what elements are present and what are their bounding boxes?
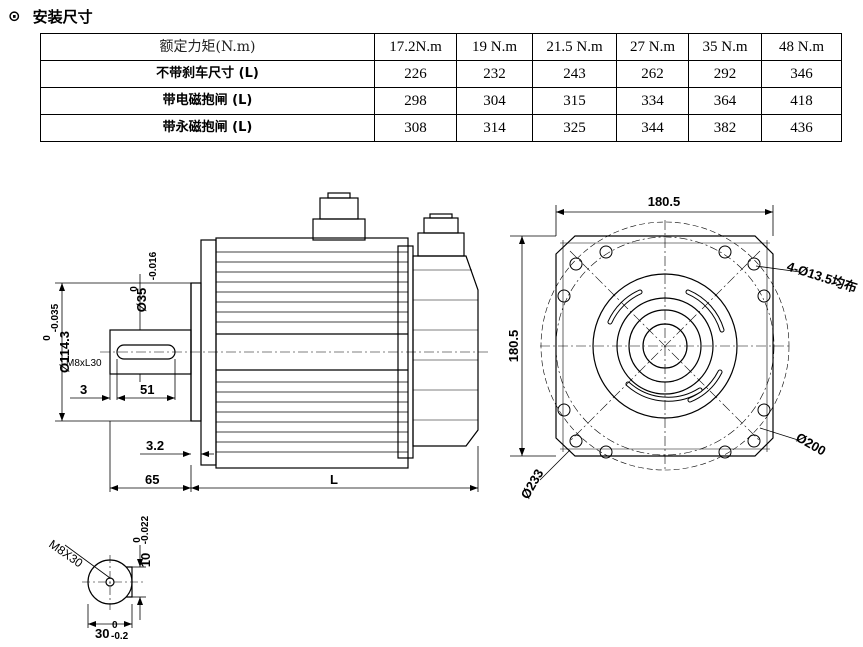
side-view-dimensions <box>55 274 479 492</box>
table-cell: 232 <box>456 60 533 88</box>
table-cell: 315 <box>532 87 617 115</box>
mounting-hole <box>747 434 761 448</box>
shaft-diameter-label: Ø35 <box>134 288 149 313</box>
table-cell: 382 <box>688 114 762 142</box>
height-label: 180.5 <box>506 330 521 363</box>
table-cell: 292 <box>688 60 762 88</box>
power-connector <box>312 218 366 241</box>
row-label-cell: 不带刹车尺寸 (L) <box>40 60 375 88</box>
mounting-hole <box>569 434 583 448</box>
table-cell: 364 <box>688 87 762 115</box>
table-row: 带电磁抱闸 (L) 298 304 315 334 364 418 <box>40 87 842 115</box>
flange-diameter-label: Ø114.3 <box>57 331 72 373</box>
flange-tol-upper: 0 <box>42 335 53 341</box>
row-label-cell: 带永磁抱闸 (L) <box>40 114 375 142</box>
side-view <box>100 192 490 469</box>
mounting-hole <box>747 257 761 271</box>
table-header-row: 额定力矩(N.m) 17.2N.m 19 N.m 21.5 N.m 27 N.m… <box>40 33 842 61</box>
dim-3-label: 3 <box>80 382 87 397</box>
bullet-icon: ⊙ <box>8 7 21 25</box>
front-view-labels: 180.5 180.5 4-Ø13.5均布 Ø200 Ø233 <box>506 194 859 502</box>
section-title: 安装尺寸 <box>32 7 93 26</box>
mounting-hole <box>599 445 613 459</box>
mounting-hole <box>599 245 613 259</box>
body-fins <box>216 251 408 453</box>
flange-square <box>555 235 774 457</box>
table-cell: 298 <box>374 87 457 115</box>
width-label: 180.5 <box>648 194 681 209</box>
encoder-housing <box>412 255 479 447</box>
encoder-connector <box>417 232 465 257</box>
table-row: 不带刹车尺寸 (L) 226 232 243 262 292 346 <box>40 60 842 88</box>
dim-L-label: L <box>330 472 338 487</box>
key-width-tol-lower: -0.022 <box>140 515 151 544</box>
section-thread-label: M8X30 <box>46 537 85 570</box>
key-depth-tol-upper: 0 <box>112 620 118 631</box>
outer-diameter-label: Ø233 <box>518 466 547 501</box>
mounting-hole <box>569 257 583 271</box>
front-view-dimensions <box>510 205 801 481</box>
motor-body <box>215 237 409 469</box>
holes-label: 4-Ø13.5均布 <box>785 259 859 296</box>
mounting-hole <box>557 289 571 303</box>
table-row: 带永磁抱闸 (L) 308 314 325 344 382 436 <box>40 114 842 142</box>
table-cell: 344 <box>616 114 689 142</box>
key-depth-label: 30 <box>95 626 109 641</box>
table-cell: 418 <box>761 87 842 115</box>
header-cell: 27 N.m <box>616 33 689 61</box>
dimension-table: 额定力矩(N.m) 17.2N.m 19 N.m 21.5 N.m 27 N.m… <box>40 33 842 142</box>
key-width-tol-upper: 0 <box>132 537 143 543</box>
section-heading: ⊙ 安装尺寸 <box>8 6 93 26</box>
motor-front-cap <box>200 239 217 466</box>
mounting-hole <box>557 403 571 417</box>
dim-51-label: 51 <box>140 382 154 397</box>
key-depth-tol-lower: -0.2 <box>111 631 129 642</box>
table-cell: 314 <box>456 114 533 142</box>
header-cell: 35 N.m <box>688 33 762 61</box>
key-width-label: 10 <box>138 553 153 567</box>
mounting-hole <box>718 445 732 459</box>
mounting-holes <box>557 245 771 459</box>
table-cell: 308 <box>374 114 457 142</box>
shaft-tol-upper: 0 <box>129 286 140 292</box>
dim-65-label: 65 <box>145 472 159 487</box>
shaft-section-labels: M8X30 10 0 -0.022 30 0 -0.2 <box>46 515 153 642</box>
pcd-label: Ø200 <box>794 430 829 459</box>
side-view-labels: Ø114.3 0 -0.035 Ø35 0 -0.016 M8xL30 3 51… <box>42 251 338 487</box>
mounting-hole <box>718 245 732 259</box>
shaft-section <box>64 544 146 628</box>
mounting-hole <box>757 403 771 417</box>
front-view <box>540 220 790 471</box>
thread-label: M8xL30 <box>66 358 102 369</box>
mounting-hole <box>757 289 771 303</box>
shaft-tol-lower: -0.016 <box>148 251 159 280</box>
table-cell: 436 <box>761 114 842 142</box>
flange-tol-lower: -0.035 <box>50 303 61 332</box>
header-cell: 48 N.m <box>761 33 842 61</box>
header-cell: 19 N.m <box>456 33 533 61</box>
dim-3-2-label: 3.2 <box>146 438 164 453</box>
